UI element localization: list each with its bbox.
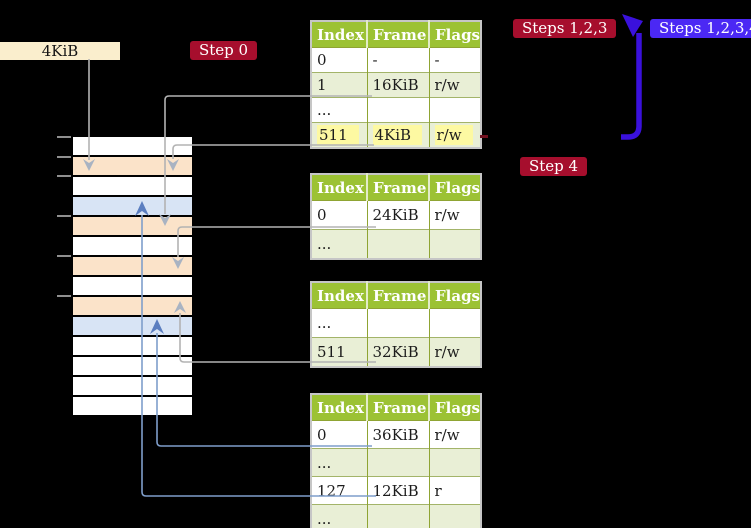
address-tick: [57, 255, 71, 257]
table-row: ...: [311, 308, 481, 338]
cell-index: 0: [311, 47, 367, 73]
memory-frame-row: [73, 157, 192, 177]
column-header-frame: Frame: [366, 394, 429, 421]
address-tick: [57, 215, 71, 217]
cell-index: 511: [311, 122, 367, 148]
cell-index: 127: [311, 476, 367, 505]
cell-frame: [366, 97, 429, 123]
cell-frame: [366, 308, 429, 338]
cell-frame: [366, 229, 429, 259]
address-tick: [57, 136, 71, 138]
column-header-frame: Frame: [366, 282, 429, 309]
steps123-label: Steps 1,2,3: [513, 19, 617, 38]
cell-frame: 12KiB: [366, 476, 429, 505]
column-header-index: Index: [311, 174, 367, 201]
table-row: ...: [311, 229, 481, 259]
table-row-recursive-entry: 511 4KiB r/w: [311, 122, 481, 148]
memory-frame-row: [73, 357, 192, 377]
cell-index: ...: [311, 97, 367, 123]
cell-frame: 4KiB: [366, 122, 429, 148]
column-header-frame: Frame: [366, 21, 429, 48]
column-header-flags: Flags: [428, 174, 481, 201]
table-row: 511 32KiB r/w: [311, 337, 481, 367]
physical-memory-column: [73, 137, 192, 417]
cell-flags: r/w: [428, 72, 481, 98]
cell-frame: [366, 504, 429, 528]
cell-index: 0: [311, 200, 367, 230]
address-tick: [57, 156, 71, 158]
memory-frame-row: [73, 137, 192, 157]
steps1234-label: Steps 1,2,3,4: [650, 19, 751, 38]
cell-frame: 24KiB: [366, 200, 429, 230]
address-tick: [57, 175, 71, 177]
highlighted-value: r/w: [434, 125, 473, 145]
table-row: ...: [311, 448, 481, 477]
memory-frame-row: [73, 397, 192, 417]
table-row: 0 36KiB r/w: [311, 420, 481, 449]
page-table-level1: Index Frame Flags 0 36KiB r/w ... 127 12…: [310, 393, 482, 528]
memory-frame-row: [73, 257, 192, 277]
memory-frame-row: [73, 277, 192, 297]
column-header-frame: Frame: [366, 174, 429, 201]
cell-flags: [428, 504, 481, 528]
cell-index: 1: [311, 72, 367, 98]
cell-flags: r/w: [428, 200, 481, 230]
cell-index: ...: [311, 229, 367, 259]
page-table-level4: Index Frame Flags 0 - - 1 16KiB r/w ... …: [310, 20, 482, 149]
cell-flags: [428, 229, 481, 259]
page-size-label: 4KiB: [0, 42, 120, 60]
cell-frame: 32KiB: [366, 337, 429, 367]
cell-index: ...: [311, 308, 367, 338]
column-header-flags: Flags: [428, 21, 481, 48]
cell-index: 511: [311, 337, 367, 367]
column-header-flags: Flags: [428, 394, 481, 421]
cell-flags: [428, 308, 481, 338]
cell-flags: r/w: [428, 420, 481, 449]
memory-frame-row: [73, 177, 192, 197]
highlighted-value: 511: [317, 125, 359, 145]
cell-frame: 16KiB: [366, 72, 429, 98]
cell-flags: [428, 97, 481, 123]
highlighted-value: 4KiB: [372, 125, 423, 145]
cell-flags: r/w: [428, 337, 481, 367]
page-table-level3: Index Frame Flags 0 24KiB r/w ...: [310, 173, 482, 260]
table-row: 127 12KiB r: [311, 476, 481, 505]
memory-frame-row: [73, 297, 192, 317]
recursive-loop-arrow-icon: [621, 14, 643, 140]
memory-frame-row: [73, 317, 192, 337]
cell-frame: 36KiB: [366, 420, 429, 449]
table-row: 1 16KiB r/w: [311, 72, 481, 98]
cell-flags: r: [428, 476, 481, 505]
table-row: ...: [311, 97, 481, 123]
memory-frame-row: [73, 377, 192, 397]
step4-label: Step 4: [520, 157, 588, 176]
column-header-index: Index: [311, 394, 367, 421]
cell-frame: [366, 448, 429, 477]
cell-index: ...: [311, 448, 367, 477]
column-header-index: Index: [311, 21, 367, 48]
cell-index: ...: [311, 504, 367, 528]
cell-index: 0: [311, 420, 367, 449]
memory-frame-row: [73, 197, 192, 217]
table-row: 0 24KiB r/w: [311, 200, 481, 230]
cell-flags: r/w: [428, 122, 481, 148]
memory-frame-row: [73, 237, 192, 257]
cell-frame: -: [366, 47, 429, 73]
cell-flags: -: [428, 47, 481, 73]
page-table-level2: Index Frame Flags ... 511 32KiB r/w: [310, 281, 482, 368]
memory-frame-row: [73, 337, 192, 357]
column-header-flags: Flags: [428, 282, 481, 309]
cell-flags: [428, 448, 481, 477]
address-tick: [57, 295, 71, 297]
table-row: 0 - -: [311, 47, 481, 73]
step0-label: Step 0: [190, 41, 258, 60]
table-row: ...: [311, 504, 481, 528]
memory-frame-row: [73, 217, 192, 237]
column-header-index: Index: [311, 282, 367, 309]
